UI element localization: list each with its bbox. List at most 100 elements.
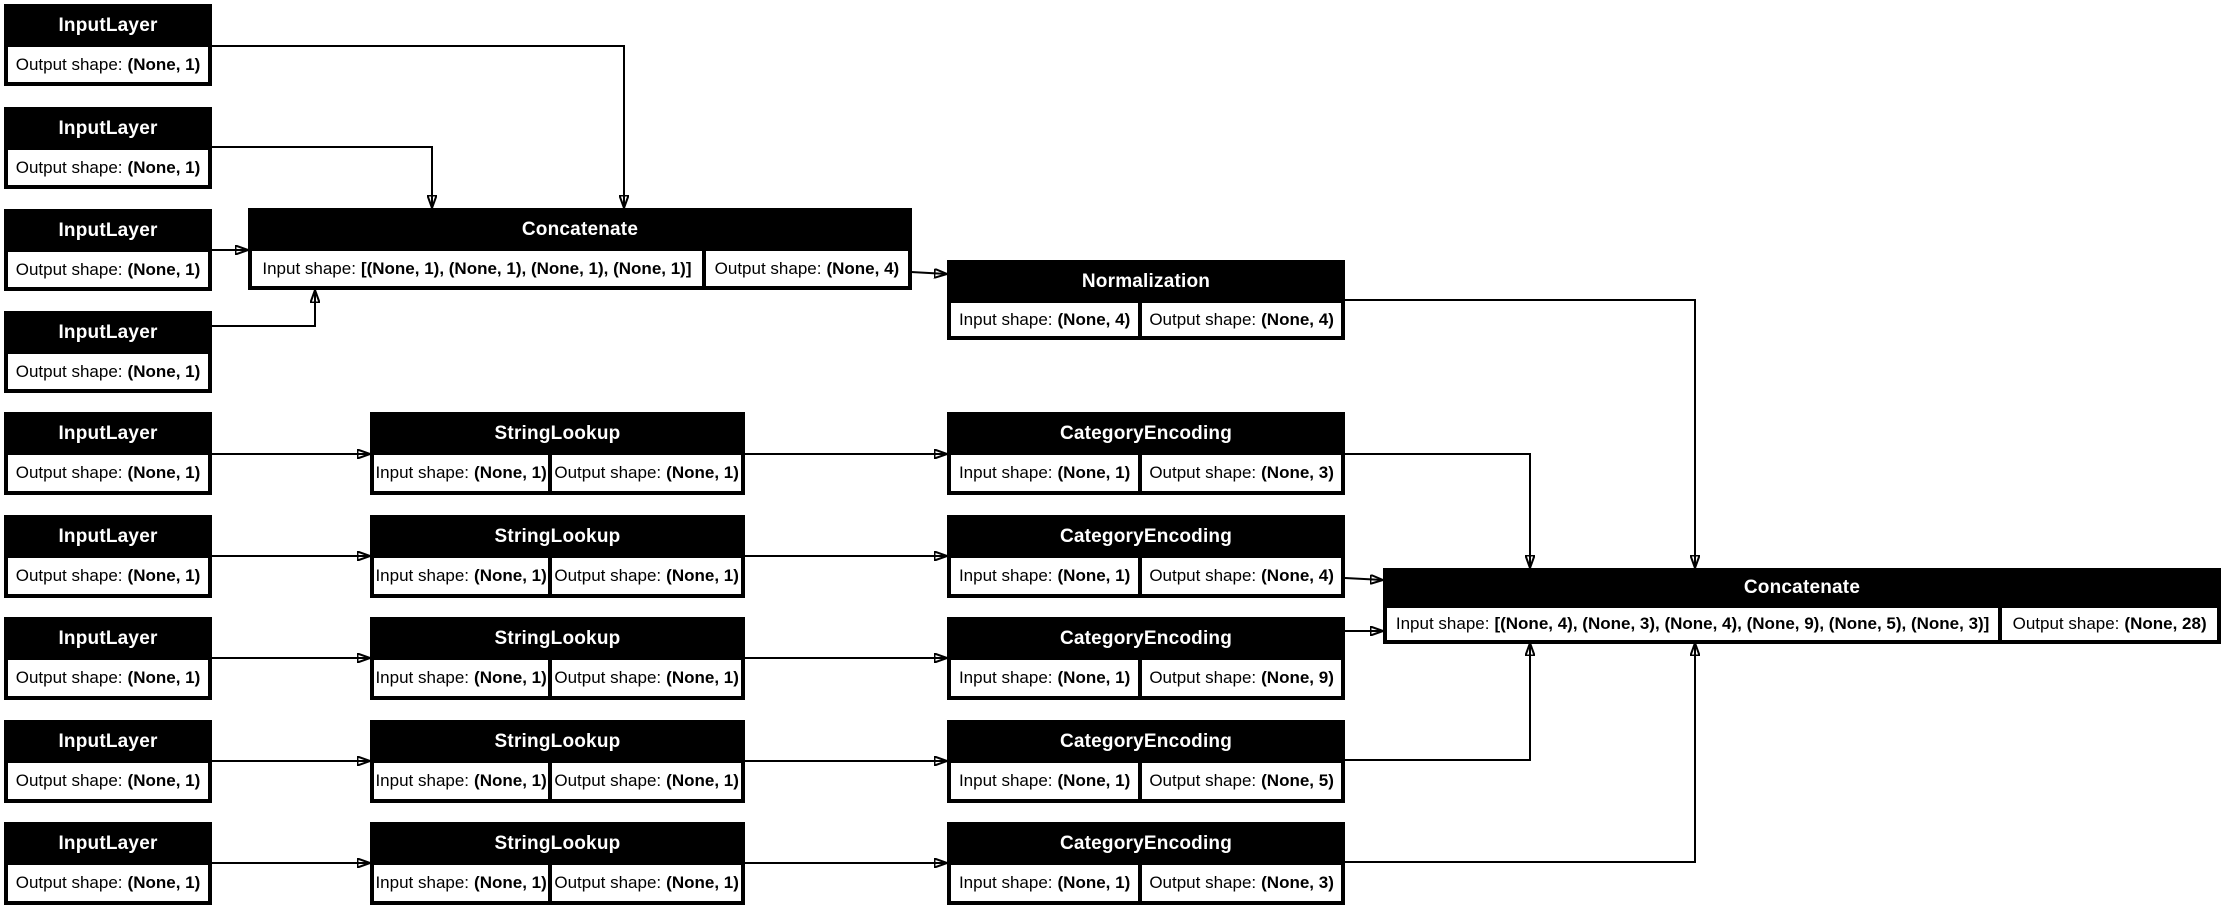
layer-node-stringlookup-3: StringLookup Input shape: (None, 1) Outp…: [370, 617, 745, 700]
edge-input4-to-concatenate1: [212, 290, 315, 327]
output-shape-value: (None, 1): [127, 463, 201, 482]
output-shape-cell: Output shape: (None, 1): [8, 150, 208, 185]
output-shape-value: (None, 1): [127, 771, 201, 790]
layer-node-categoryencoding-3: CategoryEncoding Input shape: (None, 1) …: [947, 617, 1345, 700]
input-shape-cell: Input shape: [(None, 4), (None, 3), (Non…: [1387, 608, 1999, 640]
output-shape-cell: Output shape: (None, 1): [8, 354, 208, 389]
input-shape-cell: Input shape: (None, 1): [374, 660, 549, 696]
input-shape-label: Input shape:: [375, 668, 470, 687]
output-shape-value: (None, 1): [127, 873, 201, 892]
input-shape-label: Input shape:: [958, 463, 1053, 482]
output-shape-value: (None, 1): [127, 54, 201, 74]
input-shape-cell: Input shape: [(None, 1), (None, 1), (Non…: [252, 251, 702, 286]
layer-title: InputLayer: [58, 627, 158, 649]
output-shape-cell: Output shape: (None, 1): [552, 558, 741, 594]
layer-node-concatenate-1: Concatenate Input shape: [(None, 1), (No…: [248, 208, 912, 290]
input-shape-value: (None, 1): [1057, 566, 1131, 585]
layer-title: Normalization: [1081, 270, 1211, 292]
output-shape-cell: Output shape: (None, 1): [8, 763, 208, 799]
input-shape-cell: Input shape: (None, 1): [951, 558, 1139, 594]
layer-title: InputLayer: [58, 730, 158, 752]
output-shape-label: Output shape:: [15, 873, 123, 892]
output-shape-cell: Output shape: (None, 28): [2002, 608, 2217, 640]
input-shape-label: Input shape:: [262, 258, 356, 278]
input-shape-cell: Input shape: (None, 1): [951, 763, 1139, 799]
edge-catencoding2-to-concatenate2: [1344, 578, 1383, 580]
output-shape-label: Output shape:: [15, 157, 123, 177]
input-shape-label: Input shape:: [375, 566, 470, 585]
input-shape-value: [(None, 1), (None, 1), (None, 1), (None,…: [360, 258, 692, 278]
layer-title: InputLayer: [58, 117, 158, 139]
input-shape-label: Input shape:: [958, 771, 1053, 790]
output-shape-value: (None, 1): [666, 463, 739, 482]
output-shape-cell: Output shape: (None, 1): [8, 865, 208, 901]
input-shape-label: Input shape:: [375, 463, 470, 482]
edge-catencoding1-to-concatenate2: [1345, 453, 1530, 568]
output-shape-label: Output shape:: [714, 258, 822, 278]
layer-title: CategoryEncoding: [1059, 832, 1233, 854]
input-shape-cell: Input shape: (None, 1): [374, 763, 549, 799]
output-shape-label: Output shape:: [15, 771, 123, 790]
edge-catencoding5-to-concatenate2: [1345, 643, 1695, 863]
output-shape-cell: Output shape: (None, 1): [8, 660, 208, 696]
layer-title: StringLookup: [494, 525, 621, 547]
output-shape-value: (None, 1): [666, 873, 739, 892]
output-shape-value: (None, 1): [127, 361, 201, 381]
layer-node-stringlookup-1: StringLookup Input shape: (None, 1) Outp…: [370, 412, 745, 495]
layer-node-input-1: InputLayer Output shape: (None, 1): [4, 4, 212, 86]
output-shape-value: (None, 9): [1261, 668, 1334, 687]
output-shape-label: Output shape:: [15, 668, 123, 687]
output-shape-label: Output shape:: [1149, 463, 1257, 482]
output-shape-value: (None, 1): [127, 566, 201, 585]
output-shape-cell: Output shape: (None, 3): [1142, 865, 1341, 901]
input-shape-value: (None, 1): [474, 668, 547, 687]
output-shape-cell: Output shape: (None, 4): [1142, 558, 1341, 594]
layer-title: CategoryEncoding: [1059, 422, 1233, 444]
output-shape-label: Output shape:: [1149, 873, 1257, 892]
output-shape-label: Output shape:: [1149, 309, 1257, 329]
input-shape-cell: Input shape: (None, 1): [374, 558, 549, 594]
layer-node-input-4: InputLayer Output shape: (None, 1): [4, 311, 212, 393]
output-shape-label: Output shape:: [1149, 668, 1257, 687]
output-shape-value: (None, 3): [1261, 873, 1334, 892]
layer-title: CategoryEncoding: [1059, 730, 1233, 752]
input-shape-cell: Input shape: (None, 1): [374, 865, 549, 901]
input-shape-value: (None, 1): [1057, 771, 1131, 790]
output-shape-cell: Output shape: (None, 4): [1142, 303, 1341, 336]
input-shape-value: (None, 1): [474, 566, 547, 585]
input-shape-value: (None, 4): [1057, 309, 1131, 329]
layer-node-input-7: InputLayer Output shape: (None, 1): [4, 617, 212, 700]
input-shape-value: (None, 1): [474, 873, 547, 892]
layer-node-input-9: InputLayer Output shape: (None, 1): [4, 822, 212, 905]
output-shape-cell: Output shape: (None, 1): [552, 865, 741, 901]
layer-title: StringLookup: [494, 832, 621, 854]
output-shape-value: (None, 5): [1261, 771, 1334, 790]
edge-concatenate1-to-normalization: [910, 272, 947, 274]
input-shape-label: Input shape:: [958, 309, 1053, 329]
edge-input2-to-concatenate1: [212, 146, 432, 208]
output-shape-cell: Output shape: (None, 4): [705, 251, 908, 286]
output-shape-label: Output shape:: [15, 566, 123, 585]
output-shape-value: (None, 4): [1261, 566, 1334, 585]
input-shape-label: Input shape:: [958, 873, 1053, 892]
input-shape-label: Input shape:: [958, 566, 1053, 585]
input-shape-cell: Input shape: (None, 1): [951, 455, 1139, 491]
output-shape-label: Output shape:: [1149, 566, 1257, 585]
layer-node-categoryencoding-5: CategoryEncoding Input shape: (None, 1) …: [947, 822, 1345, 905]
output-shape-cell: Output shape: (None, 1): [8, 455, 208, 491]
output-shape-value: (None, 1): [127, 259, 201, 279]
layer-node-input-8: InputLayer Output shape: (None, 1): [4, 720, 212, 803]
layer-title: Concatenate: [1743, 577, 1861, 598]
input-shape-cell: Input shape: (None, 1): [374, 455, 549, 491]
output-shape-label: Output shape:: [2012, 614, 2120, 633]
output-shape-label: Output shape:: [1149, 771, 1257, 790]
output-shape-value: (None, 4): [826, 258, 900, 278]
layer-title: StringLookup: [494, 730, 621, 752]
layer-title: InputLayer: [58, 525, 158, 547]
input-shape-value: (None, 1): [1057, 873, 1131, 892]
output-shape-cell: Output shape: (None, 3): [1142, 455, 1341, 491]
output-shape-value: (None, 4): [1261, 309, 1334, 329]
layer-node-input-6: InputLayer Output shape: (None, 1): [4, 515, 212, 598]
edge-input1-to-concatenate1: [212, 45, 624, 208]
